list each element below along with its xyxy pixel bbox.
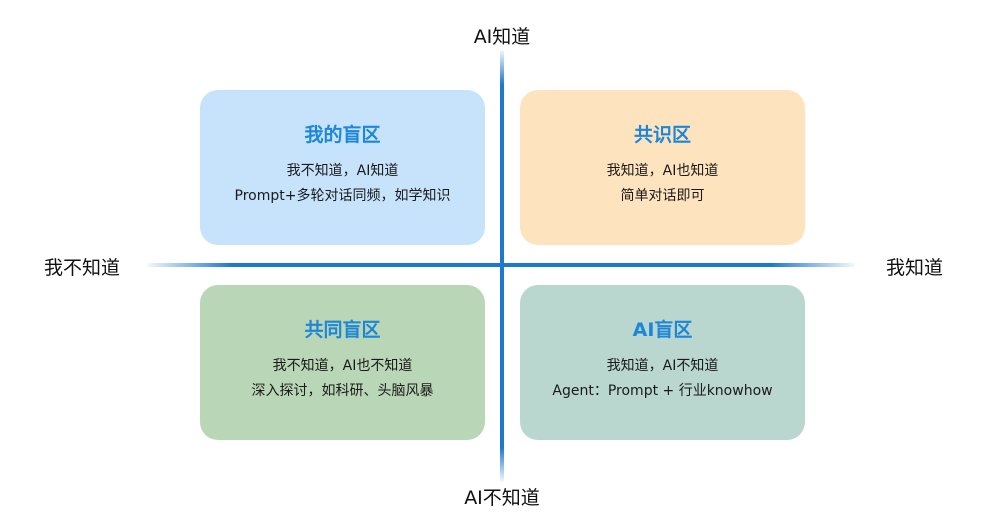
quadrant-consensus: 共识区 我知道，AI也知道 简单对话即可 [520,90,805,245]
quadrant-line: Prompt+多轮对话同频，如学知识 [234,188,451,204]
quadrant-line: 我不知道，AI也不知道 [272,358,413,374]
axis-label-bottom: AI不知道 [464,487,540,509]
quadrant-my-blind-spot: 我的盲区 我不知道，AI知道 Prompt+多轮对话同频，如学知识 [200,90,485,245]
quadrant-title: 我的盲区 [304,124,381,146]
axis-label-top: AI知道 [473,26,531,48]
quadrant-line: 我知道，AI也知道 [606,163,719,179]
quadrant-line: 简单对话即可 [620,188,705,204]
axis-label-left: 我不知道 [44,257,121,279]
quadrant-title: 共同盲区 [304,319,381,341]
quadrant-line: 深入探讨，如科研、头脑风暴 [251,383,434,399]
quadrant-title: AI盲区 [632,319,693,341]
quadrant-title: 共识区 [633,124,691,146]
quadrant-line: 我知道，AI不知道 [606,358,719,374]
axis-label-right: 我知道 [886,257,944,279]
vertical-axis [500,50,504,482]
quadrant-ai-blind-spot: AI盲区 我知道，AI不知道 Agent：Prompt + 行业knowhow [520,285,805,440]
quadrant-line: 我不知道，AI知道 [286,163,399,179]
quadrant-line: Agent：Prompt + 行业knowhow [552,383,773,399]
quadrant-shared-blind-spot: 共同盲区 我不知道，AI也不知道 深入探讨，如科研、头脑风暴 [200,285,485,440]
